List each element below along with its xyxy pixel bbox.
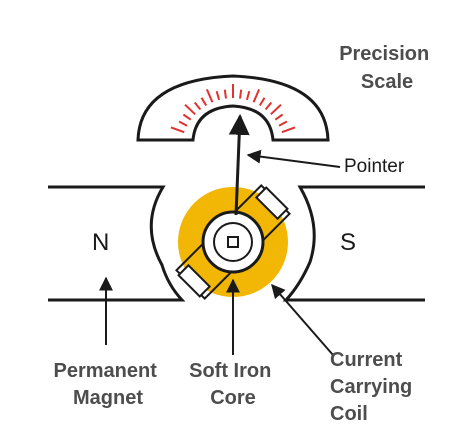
current-carrying-coil-label: Current Carrying Coil — [330, 349, 418, 425]
scale-tick — [281, 126, 296, 134]
scale-tick — [182, 113, 192, 121]
magnet-north — [48, 185, 186, 302]
scale-tick — [274, 113, 284, 121]
scale-tick — [223, 89, 227, 99]
scale-tick — [184, 103, 196, 116]
soft-iron-core-line-1: Soft Iron — [189, 360, 271, 382]
precision-scale-line-2: Scale — [361, 71, 413, 93]
soft-iron-core-label: Soft Iron Core — [189, 360, 277, 409]
scale-tick — [245, 90, 251, 101]
pointer-arrow — [246, 149, 341, 168]
north-pole-label: N — [92, 229, 109, 256]
magnet-south — [282, 185, 425, 302]
coil-line-2: Carrying — [330, 376, 412, 398]
scale-tick — [239, 89, 243, 99]
pointer-needle — [228, 113, 250, 216]
soft-iron-core-line-2: Core — [210, 387, 256, 409]
scale-tick — [278, 120, 288, 127]
permanent-magnet-label: Permanent Magnet — [54, 360, 163, 409]
scale-tick — [200, 97, 208, 107]
coil-arrow — [271, 283, 334, 356]
scale-tick — [264, 101, 273, 111]
scale-tick — [178, 120, 188, 127]
scale-tick — [205, 89, 214, 103]
coil-line-3: Coil — [330, 403, 368, 425]
south-pole-label: S — [340, 229, 356, 256]
scale-tick — [215, 90, 221, 101]
pivot-square — [227, 236, 239, 248]
scale-tick — [193, 101, 202, 111]
pointer-label: Pointer — [344, 156, 405, 177]
coil-line-1: Current — [330, 349, 403, 371]
permanent-magnet-line-2: Magnet — [73, 387, 143, 409]
scale-tick — [258, 97, 266, 107]
scale-tick — [270, 103, 282, 116]
scale-tick — [252, 89, 261, 103]
precision-scale-line-1: Precision — [339, 43, 429, 65]
precision-scale-label: Precision Scale — [339, 43, 435, 93]
scale-tick — [170, 126, 185, 134]
scale-ticks — [170, 84, 296, 134]
permanent-magnet-line-1: Permanent — [54, 360, 158, 382]
